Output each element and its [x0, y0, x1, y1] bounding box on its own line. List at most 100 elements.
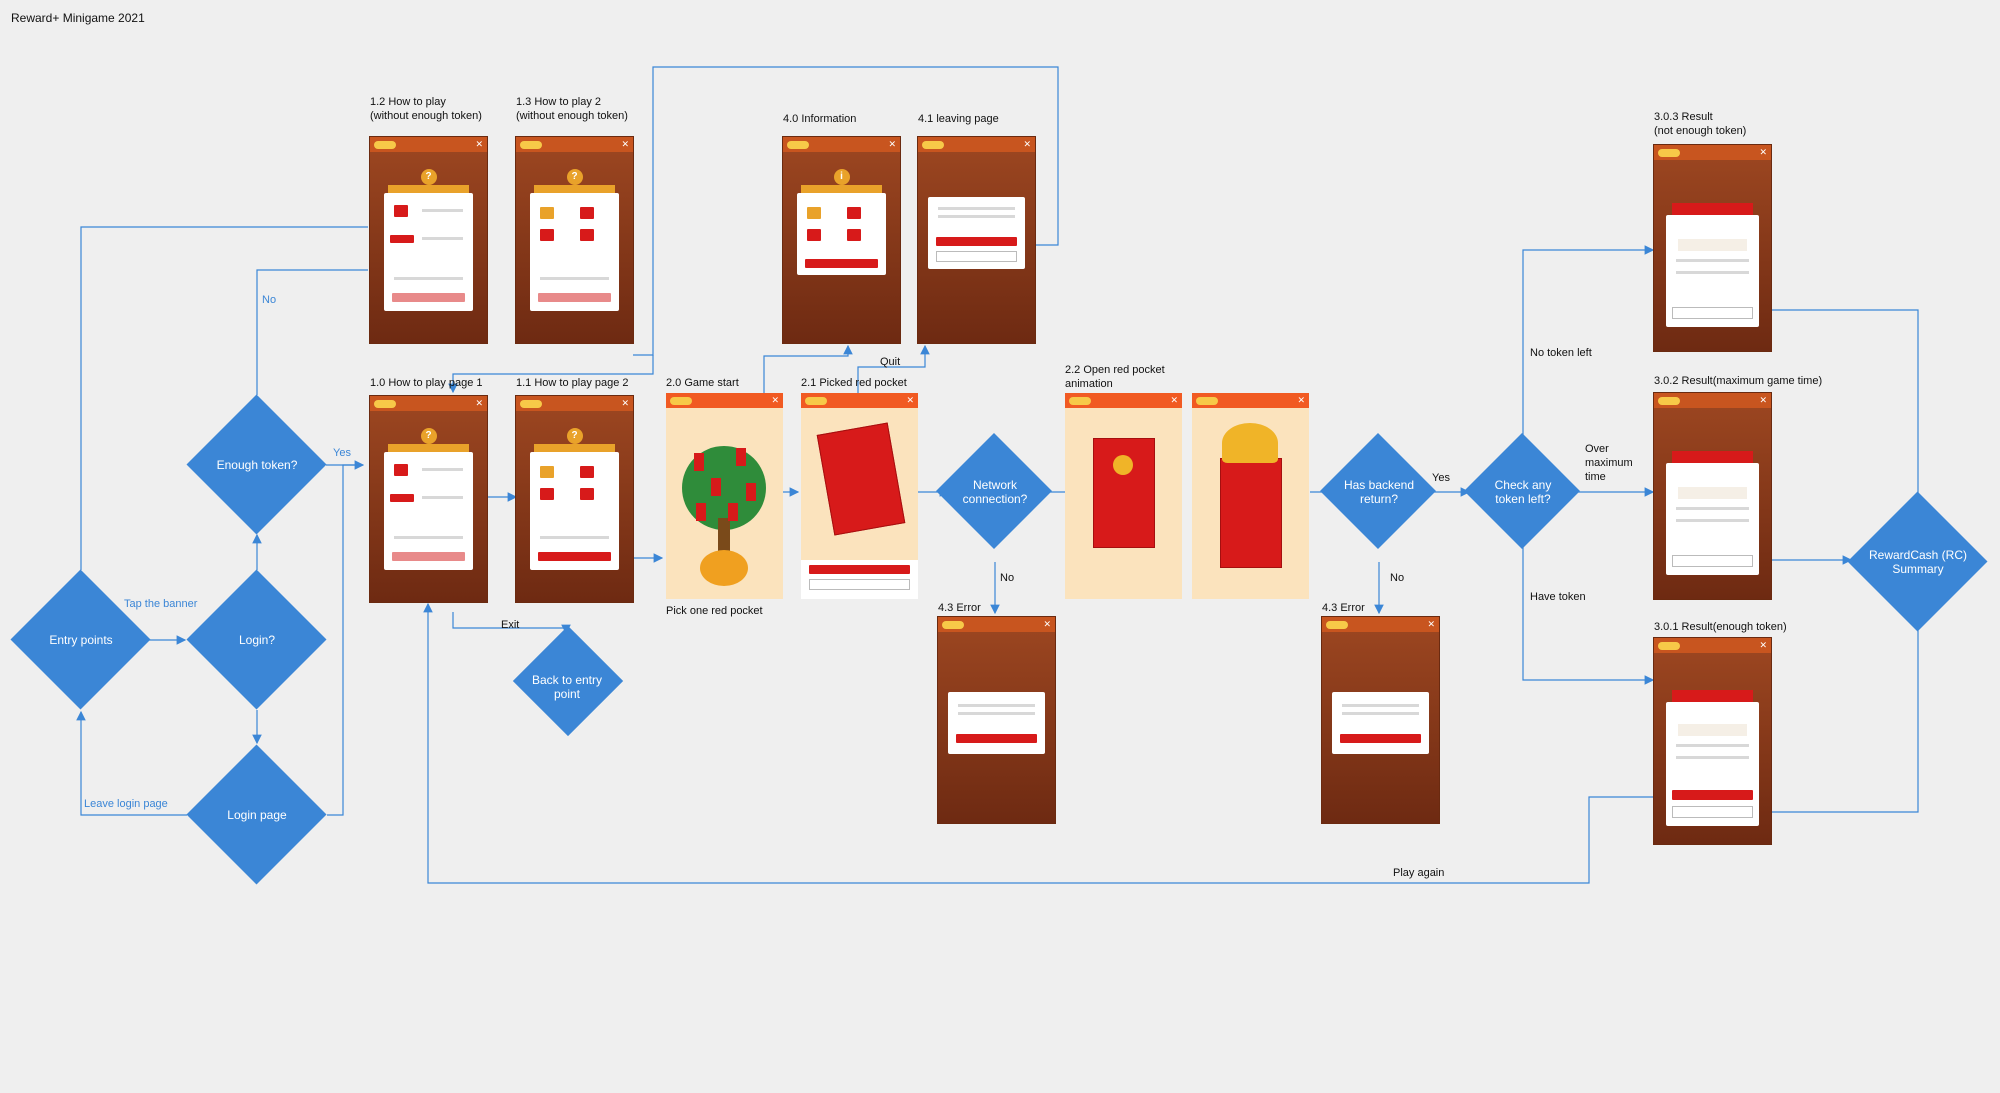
document-title: Reward+ Minigame 2021 [11, 11, 145, 25]
token-icon [1658, 396, 1680, 405]
ok-button[interactable] [956, 734, 1037, 743]
close-icon[interactable]: ✕ [906, 395, 914, 405]
node-back-to-entry[interactable]: Back to entry point [497, 617, 637, 757]
red-pocket [816, 422, 906, 536]
token-icon [520, 140, 542, 149]
play-now-button[interactable] [538, 552, 611, 561]
ok-button[interactable] [805, 259, 878, 268]
token-icon [805, 396, 827, 405]
screen-result-enough-token[interactable]: ✕ [1654, 638, 1771, 844]
screen-how-to-play-1-1[interactable]: ✕ ? [516, 396, 633, 602]
screen-label-3-0-2: 3.0.2 Result(maximum game time) [1654, 375, 1823, 387]
screen-how-to-play-1-2[interactable]: ✕ ? [370, 137, 487, 343]
screen-label-4-3a: 4.3 Error [938, 602, 981, 614]
screen-label-2-1: 2.1 Picked red pocket [801, 377, 907, 389]
ok-button[interactable] [1340, 734, 1421, 743]
screen-label-2-0: 2.0 Game start [666, 377, 739, 389]
token-icon [922, 140, 944, 149]
screen-label-3-0-1: 3.0.1 Result(enough token) [1654, 621, 1787, 633]
screen-label-1-1: 1.1 How to play page 2 [516, 377, 629, 389]
screen-label-3-0-3: 3.0.3 Result (not enough token) [1654, 111, 1747, 137]
edge-label-no-token-left: No token left [1530, 347, 1592, 359]
screen-error-backend[interactable]: ✕ [1322, 617, 1439, 823]
decision-login[interactable]: Login? [186, 569, 327, 710]
decision-enough-token[interactable]: Enough token? [186, 394, 327, 535]
edge-label-yes: Yes [333, 447, 351, 459]
open-button[interactable] [809, 565, 910, 574]
screen-picked-red-pocket[interactable]: ✕ [801, 393, 918, 599]
close-icon[interactable]: ✕ [621, 398, 629, 408]
result-card [1666, 463, 1759, 575]
close-icon[interactable]: ✕ [888, 139, 896, 149]
close-icon[interactable]: ✕ [1170, 395, 1178, 405]
play-now-button[interactable] [538, 293, 611, 302]
close-icon[interactable]: ✕ [1427, 619, 1435, 629]
view-my-record-button[interactable] [1672, 307, 1753, 319]
kung-hei-banner [1672, 203, 1753, 215]
gold-burst [1222, 423, 1278, 463]
question-icon: ? [566, 428, 583, 444]
edge-label-have-token: Have token [1530, 591, 1586, 603]
decision-network[interactable]: Network connection? [925, 422, 1065, 562]
kung-hei-banner [1672, 690, 1753, 702]
token-icon [374, 399, 396, 408]
screen-result-not-enough-token[interactable]: ✕ [1654, 145, 1771, 351]
node-rewardcash-summary[interactable]: RewardCash (RC) Summary [1847, 491, 1988, 632]
play-now-button[interactable] [392, 552, 465, 561]
no-button[interactable] [936, 251, 1017, 262]
error-dialog [1332, 692, 1429, 754]
token-icon [670, 396, 692, 405]
node-login-page[interactable]: Login page [186, 744, 327, 885]
edge-label-no: No [262, 294, 277, 306]
screen-label-4-1: 4.1 leaving page [918, 113, 999, 125]
view-my-record-button[interactable] [1672, 555, 1753, 567]
decision-token-left[interactable]: Check any token left? [1453, 422, 1593, 562]
token-icon [1326, 620, 1348, 629]
screen-open-animation-1: ✕ [1065, 393, 1182, 599]
token-icon [520, 399, 542, 408]
screen-how-to-play-1-3[interactable]: ✕ ? [516, 137, 633, 343]
play-again-button[interactable] [1672, 790, 1753, 800]
kung-hei-banner [1672, 451, 1753, 463]
screen-how-to-play-1-0[interactable]: ✕ ? [370, 396, 487, 602]
play-now-button[interactable] [392, 293, 465, 302]
token-icon [1196, 396, 1218, 405]
edge-label-over-max: Over maximum time [1585, 443, 1633, 483]
view-my-record-button[interactable] [1672, 806, 1753, 818]
close-icon[interactable]: ✕ [621, 139, 629, 149]
screen-label-2-2: 2.2 Open red pocket animation [1065, 364, 1165, 390]
close-icon[interactable]: ✕ [475, 398, 483, 408]
yes-button[interactable] [936, 237, 1017, 246]
question-icon: ? [420, 428, 437, 444]
close-icon[interactable]: ✕ [771, 395, 779, 405]
close-icon[interactable]: ✕ [1759, 640, 1767, 650]
screen-error-network[interactable]: ✕ [938, 617, 1055, 823]
decision-entry-points[interactable]: Entry points [10, 569, 151, 710]
error-dialog [948, 692, 1045, 754]
screen-leaving[interactable]: ✕ [918, 137, 1035, 343]
screen-information[interactable]: ✕ i [783, 137, 900, 343]
question-icon: ? [566, 169, 583, 185]
edge-label-no-backend: No [1390, 572, 1405, 584]
close-icon[interactable]: ✕ [1297, 395, 1305, 405]
close-icon[interactable]: ✕ [1023, 139, 1031, 149]
seal-icon [1113, 455, 1133, 475]
token-icon [1658, 148, 1680, 157]
close-icon[interactable]: ✕ [1043, 619, 1051, 629]
instruction-card [384, 452, 473, 570]
edge-label-quit: Quit [880, 356, 901, 368]
rewards-card [530, 193, 619, 311]
edge-label-no-network: No [1000, 572, 1015, 584]
edge-label-tap-banner: Tap the banner [124, 598, 198, 610]
token-icon [1069, 396, 1091, 405]
close-icon[interactable]: ✕ [1759, 395, 1767, 405]
screen-result-maximum-time[interactable]: ✕ [1654, 393, 1771, 599]
decision-backend[interactable]: Has backend return? [1309, 422, 1449, 562]
token-icon [787, 140, 809, 149]
close-icon[interactable]: ✕ [1759, 147, 1767, 157]
screen-label-1-0: 1.0 How to play page 1 [370, 377, 483, 389]
choose-again-button[interactable] [809, 579, 910, 590]
instruction-card [384, 193, 473, 311]
screen-game-start[interactable]: ✕ [666, 393, 783, 599]
close-icon[interactable]: ✕ [475, 139, 483, 149]
